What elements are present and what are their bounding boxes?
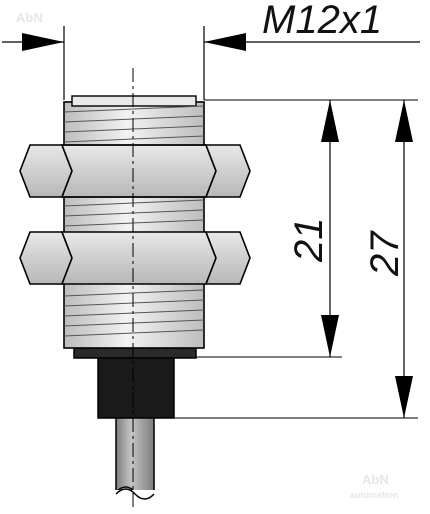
cable [114,407,156,514]
watermark-bottom-sub: automation [350,490,399,500]
dim27-arrow-top [395,100,413,142]
cable-gland [97,355,175,419]
dim21-label: 21 [287,218,331,264]
watermark-top: AbN [16,10,43,25]
dim21-arrow-top [321,100,339,142]
threaded-body [63,95,205,349]
dim27-arrow-bottom [395,376,413,418]
thread-label: M12x1 [262,0,382,42]
dim21-arrow-bottom [321,315,339,357]
watermark-bottom: AbN [362,472,389,487]
dimension-21: 21 [287,100,339,357]
extension-lines [174,99,418,419]
dimension-27: 27 [363,100,413,418]
lower-nut [19,231,251,285]
thread-arrow-right [204,33,246,51]
thread-arrow-left [22,33,64,51]
dim27-label: 27 [363,230,407,277]
upper-nut [19,144,251,198]
